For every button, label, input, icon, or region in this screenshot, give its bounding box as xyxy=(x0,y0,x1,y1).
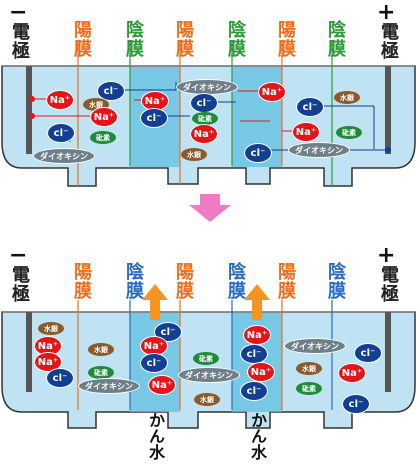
bottom-left-electrode-label: 電極 xyxy=(9,265,30,303)
mercury-particle: 水銀 xyxy=(334,91,360,104)
sodium-ion: Na⁺ xyxy=(34,352,62,372)
sodium-ion: Na⁺ xyxy=(338,363,366,383)
top-membrane-label-2: 陰膜 xyxy=(123,20,144,58)
arsenic-particle: 砒素 xyxy=(90,131,116,144)
sodium-ion: Na⁺ xyxy=(258,82,286,102)
chloride-ion: cl⁻ xyxy=(97,81,125,101)
bottom-left-sign: − xyxy=(9,243,28,268)
bottom-left-electrode xyxy=(26,312,32,392)
chloride-ion: cl⁻ xyxy=(342,394,370,414)
bottom-membrane-label-5: 陽膜 xyxy=(275,262,296,300)
top-membrane-label-5: 陽膜 xyxy=(275,20,296,58)
mercury-particle: 水銀 xyxy=(296,362,322,375)
sodium-ion: Na⁺ xyxy=(247,362,275,382)
mercury-particle: 水銀 xyxy=(194,393,220,406)
top-membrane-label-4: 陰膜 xyxy=(225,20,246,58)
mercury-particle: 水銀 xyxy=(88,343,114,356)
sodium-ion: Na⁺ xyxy=(292,122,320,142)
chloride-ion: cl⁻ xyxy=(240,381,268,401)
sodium-ion: Na⁺ xyxy=(190,124,218,144)
chloride-ion: cl⁻ xyxy=(244,143,272,163)
sodium-ion: Na⁺ xyxy=(148,375,176,395)
chloride-ion: cl⁻ xyxy=(190,93,218,113)
sodium-ion: Na⁺ xyxy=(243,325,271,345)
top-membrane-label-6: 陰膜 xyxy=(325,20,346,58)
arsenic-particle: 砒素 xyxy=(88,366,114,379)
bottom-right-electrode-label: 電極 xyxy=(378,265,399,303)
bottom-right-electrode xyxy=(385,312,391,392)
bottom-membrane-label-6: 陰膜 xyxy=(325,262,346,300)
top-membrane-label-3: 陽膜 xyxy=(173,20,194,58)
arsenic-particle: 砒素 xyxy=(296,382,322,395)
outlet-label-right: かん水 xyxy=(248,412,267,460)
chloride-ion: cl⁻ xyxy=(240,344,268,364)
top-membrane-label-1: 陽膜 xyxy=(71,20,92,58)
top-right-electrode-label: 電極 xyxy=(378,22,399,60)
arsenic-particle: 砒素 xyxy=(192,112,218,125)
bottom-membrane-label-2: 陰膜 xyxy=(123,262,144,300)
top-right-sign: + xyxy=(377,0,396,25)
chloride-ion: cl⁻ xyxy=(47,123,75,143)
mercury-particle: 水銀 xyxy=(38,322,64,335)
bottom-membrane-label-4: 陰膜 xyxy=(225,262,246,300)
arsenic-particle: 砒素 xyxy=(193,352,219,365)
top-left-electrode xyxy=(26,66,32,154)
down-arrow-icon xyxy=(189,194,231,222)
bottom-membrane-label-1: 陽膜 xyxy=(71,262,92,300)
dioxin-particle: ダイオキシン xyxy=(284,338,346,354)
arsenic-particle: 砒素 xyxy=(336,126,362,139)
dioxin-particle: ダイオキシン xyxy=(78,378,140,394)
bottom-membrane-label-3: 陽膜 xyxy=(173,262,194,300)
up-arrow-icon xyxy=(244,284,270,320)
up-arrow-icon xyxy=(142,284,168,320)
chloride-ion: cl⁻ xyxy=(354,343,382,363)
bottom-right-sign: + xyxy=(377,243,396,268)
chloride-ion: cl⁻ xyxy=(140,108,168,128)
chloride-ion: cl⁻ xyxy=(140,353,168,373)
top-left-sign: − xyxy=(9,0,28,25)
top-right-electrode xyxy=(385,66,391,154)
top-left-electrode-label: 電極 xyxy=(9,22,30,60)
dioxin-particle: ダイオキシン xyxy=(178,367,240,383)
chloride-ion: cl⁻ xyxy=(46,368,74,388)
sodium-ion: Na⁺ xyxy=(46,90,74,110)
dioxin-particle: ダイオキシン xyxy=(288,142,350,158)
dioxin-particle: ダイオキシン xyxy=(33,148,95,164)
outlet-label-left: かん水 xyxy=(146,412,165,460)
sodium-ion: Na⁺ xyxy=(90,107,118,127)
chloride-ion: cl⁻ xyxy=(296,97,324,117)
mercury-particle: 水銀 xyxy=(181,148,207,161)
